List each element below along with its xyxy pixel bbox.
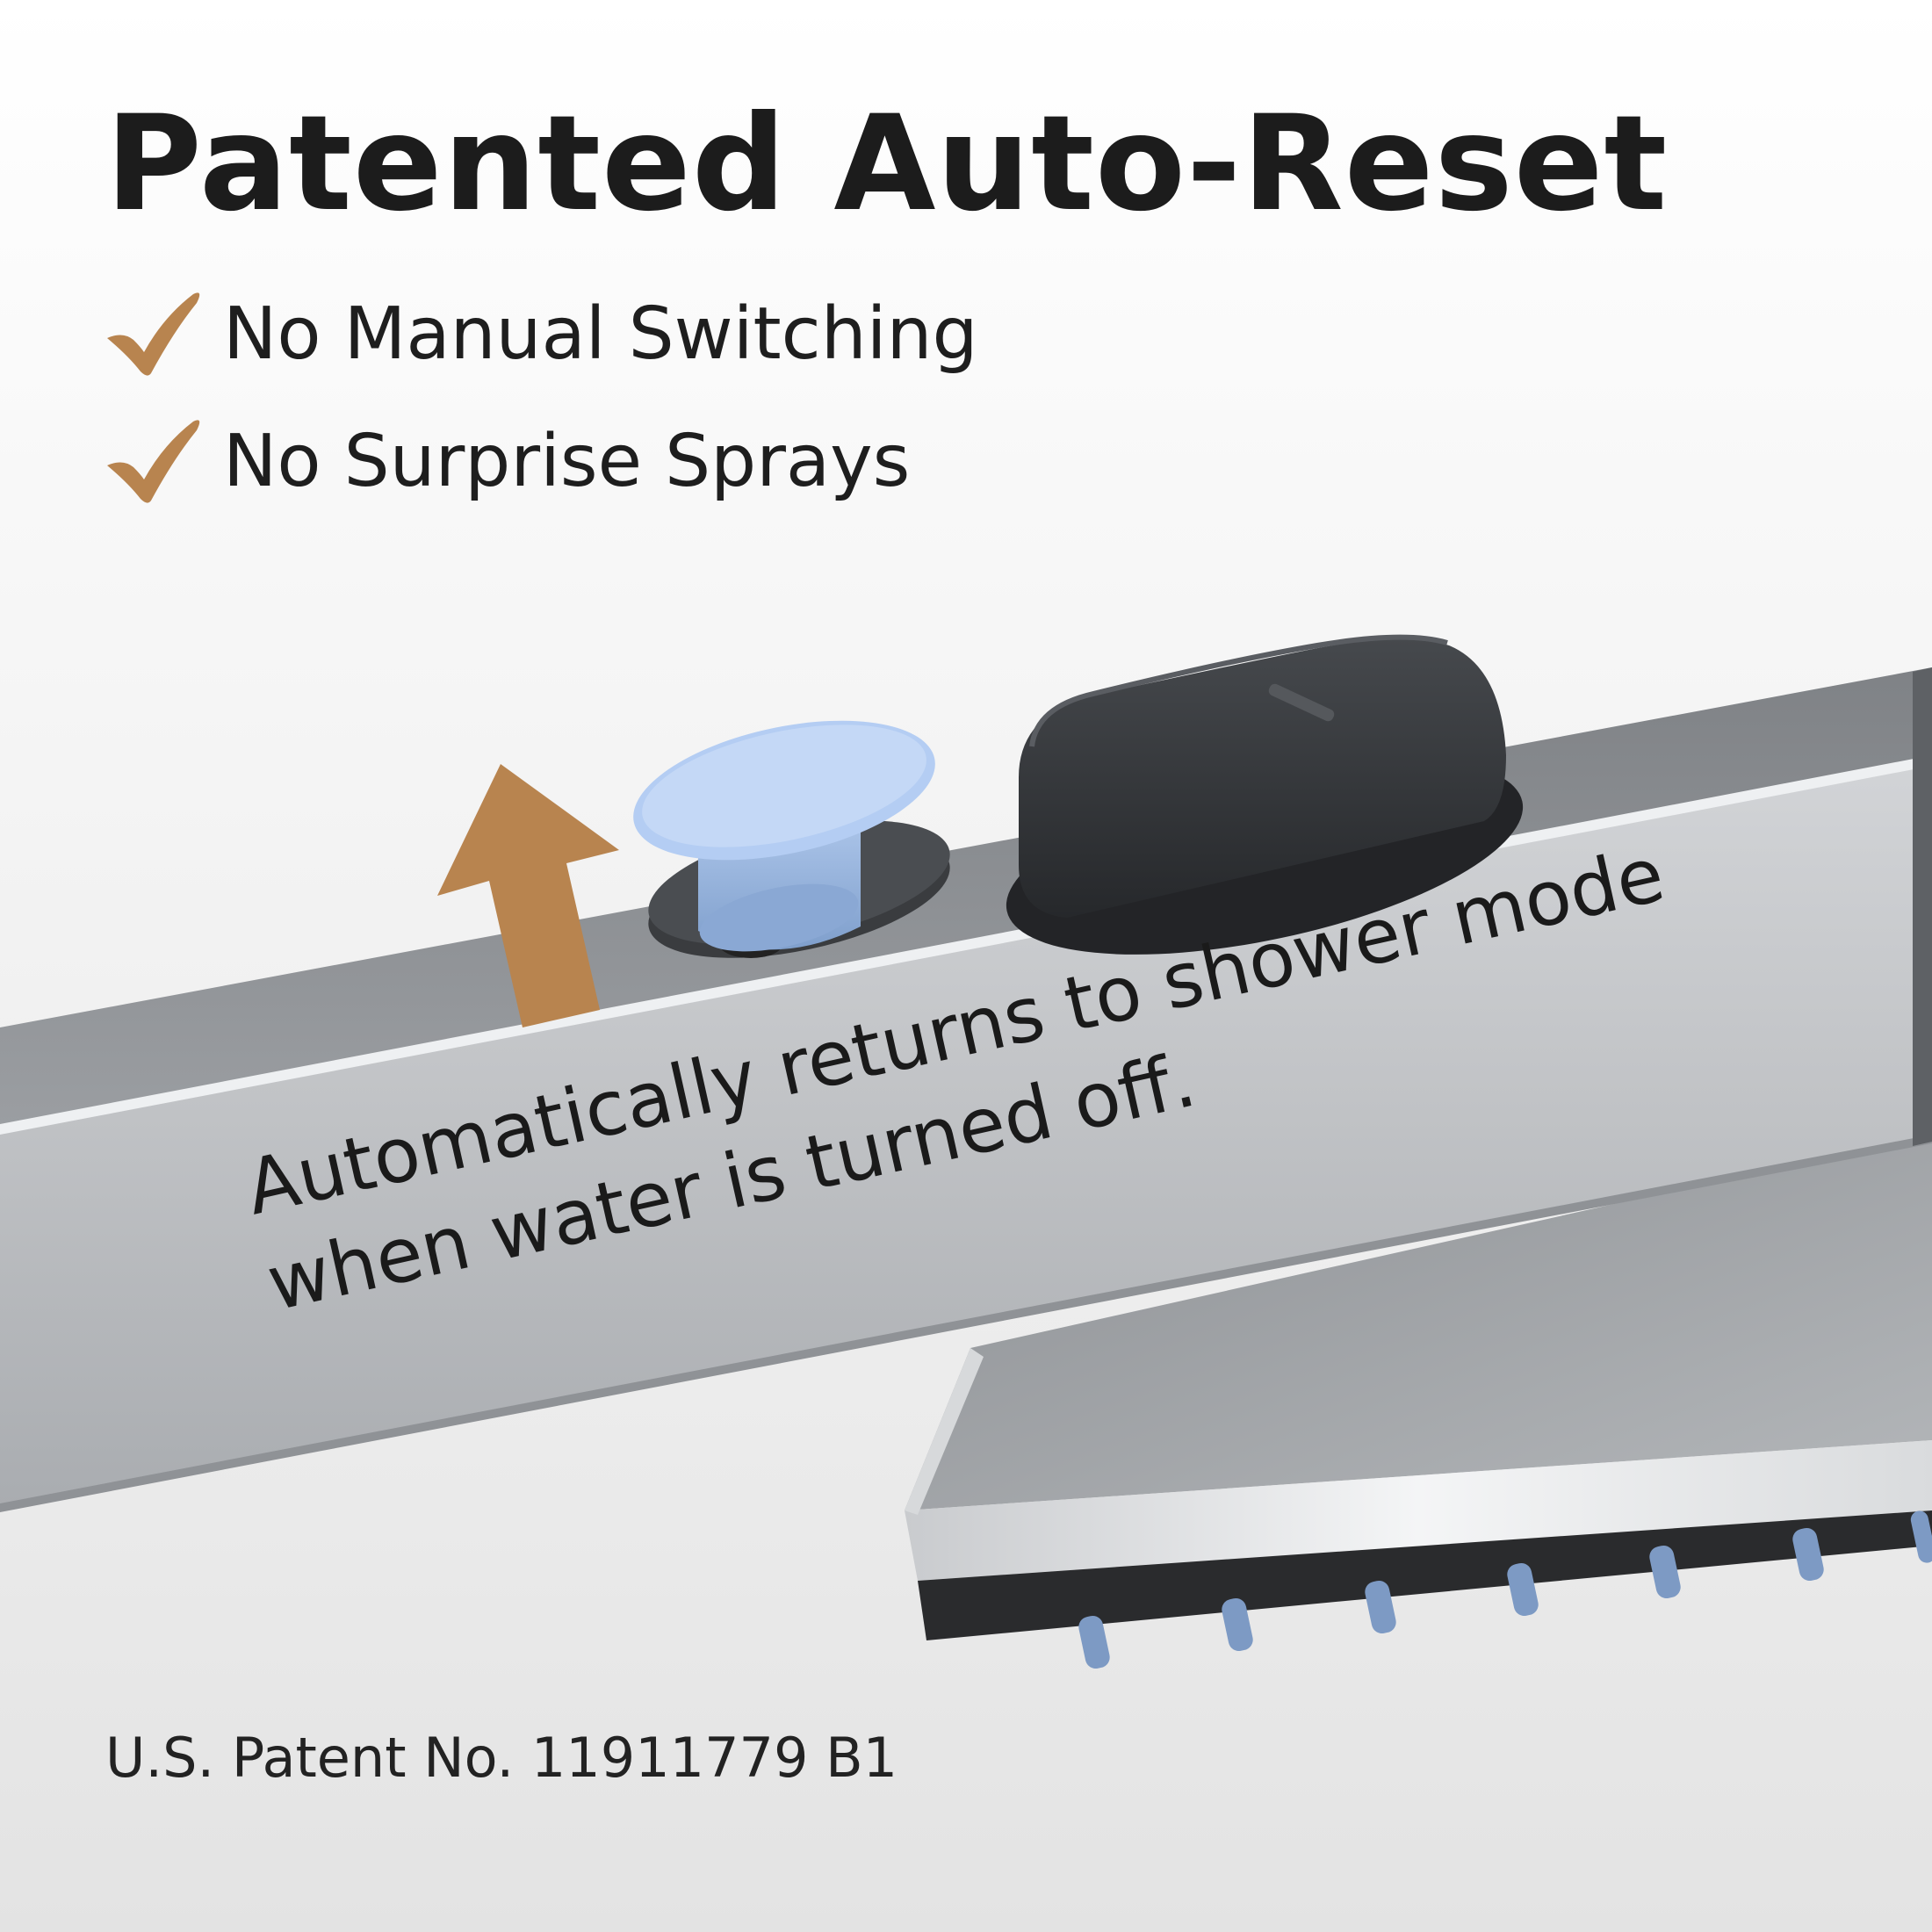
mode-knob [1006,634,1524,955]
shower-head [905,1133,1932,1669]
check-icon [107,292,200,376]
arrow-up-icon [437,764,619,1027]
feature-item-no-surprise-sprays: No Surprise Sprays [105,413,910,509]
headline: Patented Auto-Reset [105,88,1669,241]
reset-button [633,720,950,958]
feature-label: No Surprise Sprays [223,419,911,503]
feature-label: No Manual Switching [223,292,978,376]
check-icon [107,420,200,503]
patent-note: U.S. Patent No. 11911779 B1 [105,1726,898,1790]
feature-item-no-manual-switching: No Manual Switching [105,285,978,382]
